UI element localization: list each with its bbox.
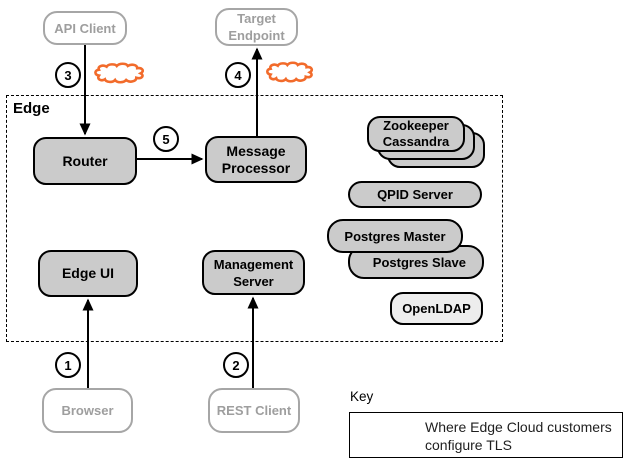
node-browser: Browser — [42, 388, 133, 433]
step-circle-3-label: 3 — [64, 67, 72, 83]
node-zookeeper-label: Zookeeper — [383, 118, 449, 133]
step-circle-4: 4 — [225, 62, 251, 88]
node-message-processor: Message Processor — [205, 136, 307, 183]
step-circle-4-label: 4 — [234, 67, 242, 83]
node-postgres-slave-label: Postgres Slave — [372, 254, 466, 270]
node-cassandra-label: Cassandra — [382, 134, 450, 149]
step-circle-5-label: 5 — [162, 131, 170, 147]
node-qpid-server: QPID Server — [348, 181, 482, 208]
node-router-label: Router — [62, 152, 108, 169]
step-circle-1-label: 1 — [64, 357, 72, 373]
node-target-endpoint-label: Target Endpoint — [228, 11, 285, 43]
key-legend-box: Where Edge Cloud customers configure TLS — [349, 412, 623, 458]
node-postgres-master: Postgres Master — [327, 219, 463, 253]
node-zookeeper-cassandra: Zookeeper Cassandra — [367, 116, 465, 152]
node-openldap: OpenLDAP — [390, 292, 483, 325]
step-circle-5: 5 — [153, 126, 179, 152]
node-openldap-label: OpenLDAP — [402, 301, 471, 316]
step-circle-2-label: 2 — [232, 357, 240, 373]
node-qpid-server-label: QPID Server — [377, 187, 453, 202]
node-browser-label: Browser — [61, 403, 114, 418]
node-rest-client: REST Client — [208, 388, 300, 433]
node-rest-client-label: REST Client — [216, 403, 292, 418]
node-router: Router — [33, 137, 137, 185]
node-postgres-master-label: Postgres Master — [344, 228, 446, 244]
node-edge-ui: Edge UI — [38, 250, 138, 297]
node-edge-ui-label: Edge UI — [61, 265, 115, 281]
key-legend-text: Where Edge Cloud customers configure TLS — [425, 419, 612, 453]
tls-cloud-icon-step3 — [95, 64, 142, 82]
node-api-client-label: API Client — [54, 20, 116, 36]
node-api-client: API Client — [43, 11, 127, 45]
step-circle-2: 2 — [223, 352, 249, 378]
step-circle-1: 1 — [55, 352, 81, 378]
step-circle-3: 3 — [55, 62, 81, 88]
key-title: Key — [350, 389, 374, 404]
node-management-server-label: Management Server — [213, 256, 294, 289]
edge-container: Edge — [6, 95, 503, 342]
tls-cloud-icon-step4 — [267, 63, 312, 81]
edge-container-label: Edge — [13, 100, 50, 117]
node-target-endpoint: Target Endpoint — [215, 8, 298, 46]
node-message-processor-label: Message Processor — [221, 142, 291, 176]
node-management-server: Management Server — [202, 250, 305, 295]
